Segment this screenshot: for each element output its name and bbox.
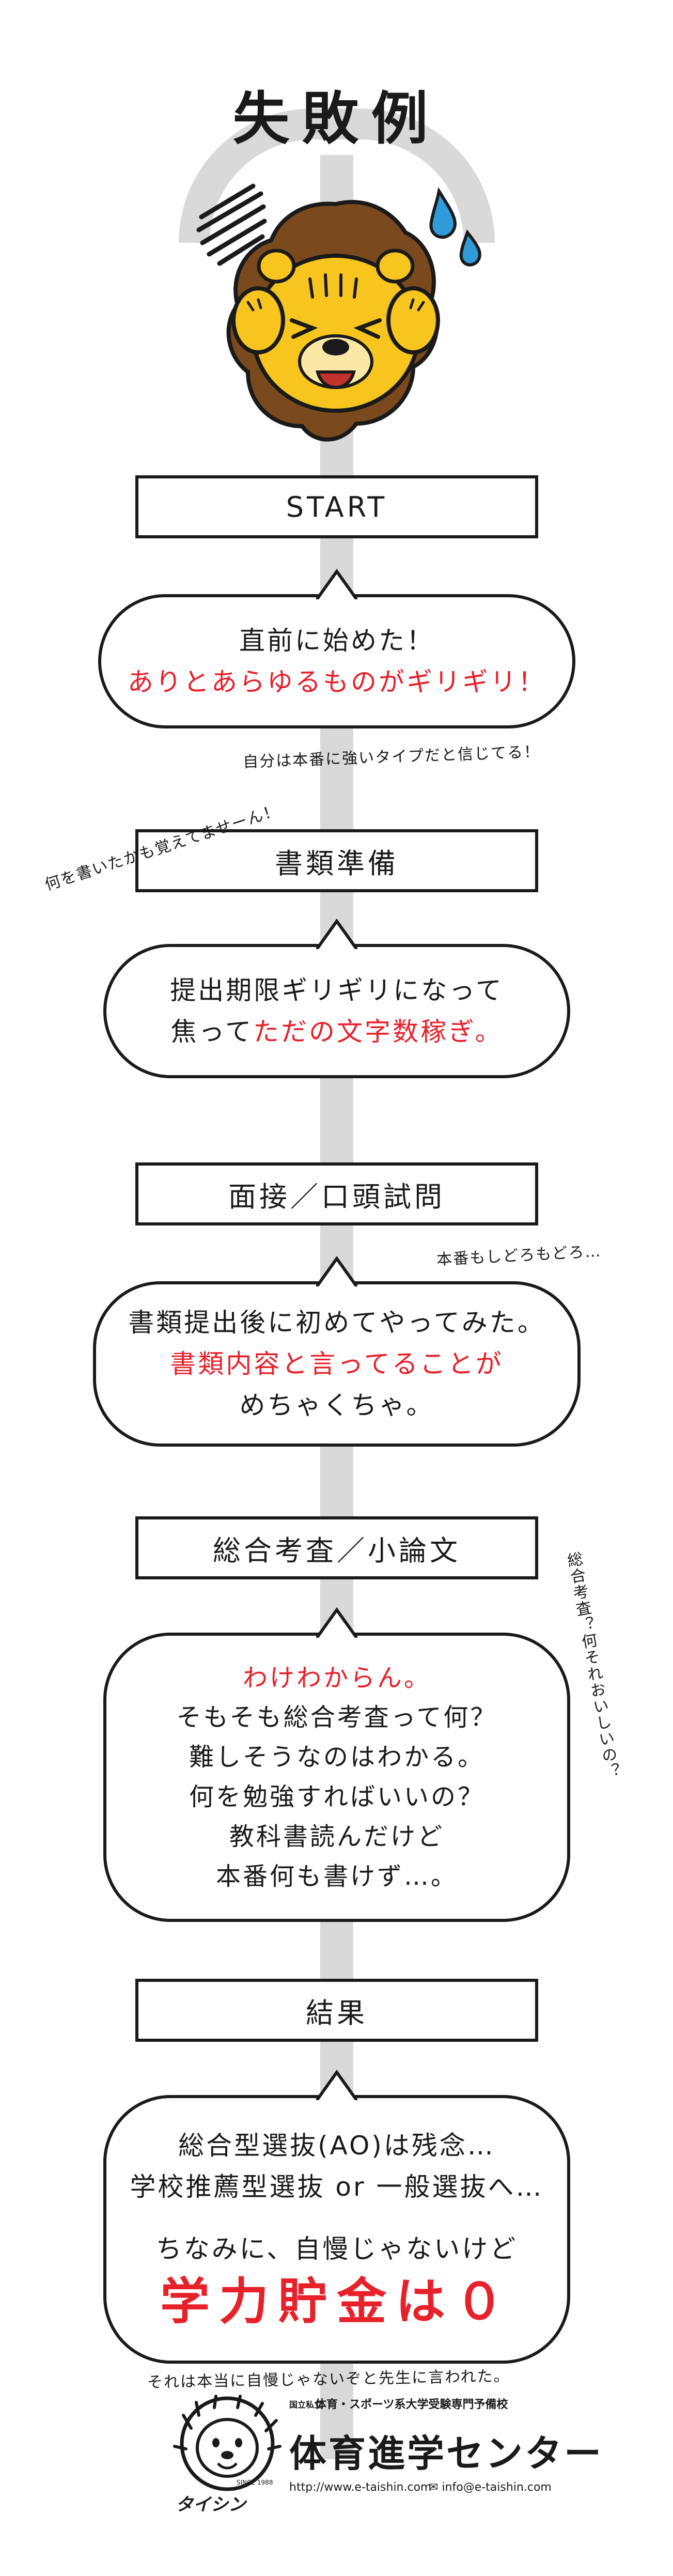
step-result-bubble: 総合型選抜(AO)は残念… 学校推薦型選抜 or 一般選抜へ… ちなみに、自慢じ… <box>103 2095 570 2364</box>
side-note: それは本当に自慢じゃないぞと先生に言われた。 <box>147 2367 510 2392</box>
side-note: 総合考査？何それおいしいの？ <box>563 1550 621 1782</box>
bubble-tail <box>316 1255 357 1286</box>
bubble-line: 本番何も書けず…。 <box>215 1861 458 1891</box>
gloom-scribble-icon <box>196 183 267 266</box>
side-note: 自分は本番に強いタイプだと信じてる！ <box>242 742 541 772</box>
step-start-bubble: 直前に始めた！ ありとあらゆるものがギリギリ！ <box>98 594 575 728</box>
school-brand: 体育進学センター <box>289 2432 604 2475</box>
bubble-tail <box>316 918 357 949</box>
footer-logo: タイシン SINCE 1988 国立私立体育・スポーツ系大学受験専門予備校 体育… <box>170 2392 601 2516</box>
step-documents-label: 書類準備 <box>135 829 538 892</box>
school-url[interactable]: http://www.e-taishin.com <box>289 2481 432 2494</box>
bubble-line-emphasis: 学力貯金は０ <box>160 2272 513 2331</box>
bubble-line-highlight: わけわからん。 <box>242 1663 431 1693</box>
step-essay-label: 総合考査／小論文 <box>135 1516 538 1579</box>
side-note: 本番もしどろもどろ… <box>436 1242 602 1269</box>
step-documents-bubble: 提出期限ギリギリになって 焦ってただの文字数稼ぎ。 <box>103 944 570 1078</box>
since-label: SINCE 1988 <box>237 2479 273 2486</box>
worried-lion-icon <box>196 183 481 442</box>
bubble-line-highlight: ありとあらゆるものがギリギリ！ <box>128 667 546 697</box>
bubble-tail <box>316 2069 357 2100</box>
mail-icon: ✉ <box>429 2481 442 2494</box>
lion-logo-icon <box>173 2395 281 2491</box>
bubble-line: 学校推薦型選抜 or 一般選抜へ… <box>130 2171 544 2202</box>
bubble-line: 直前に始めた！ <box>239 626 434 656</box>
step-interview-label: 面接／口頭試問 <box>135 1162 538 1225</box>
bubble-line: 何を勉強すればいいの？ <box>189 1782 484 1811</box>
page-title: 失敗例 <box>232 86 441 152</box>
bubble-line: そもそも総合考査って何？ <box>176 1703 497 1732</box>
bubble-line: めちゃくちゃ。 <box>239 1390 434 1420</box>
bubble-line: 提出期限ギリギリになって <box>170 975 504 1005</box>
step-result-label: 結果 <box>135 1979 538 2042</box>
bubble-line-mixed: 焦ってただの文字数稼ぎ。 <box>170 1017 503 1047</box>
bubble-line: 書類提出後に初めてやってみた。 <box>128 1308 545 1338</box>
bubble-line-highlight: 書類内容と言ってることが <box>170 1349 504 1379</box>
school-email[interactable]: ✉ info@e-taishin.com <box>429 2481 552 2494</box>
bubble-line: 難しそうなのはわかる。 <box>189 1743 484 1772</box>
bubble-tail <box>316 1607 357 1638</box>
bubble-tail <box>316 568 357 599</box>
step-interview-bubble: 書類提出後に初めてやってみた。 書類内容と言ってることが めちゃくちゃ。 <box>93 1281 581 1447</box>
bubble-line: 総合型選抜(AO)は残念… <box>178 2130 495 2161</box>
school-tagline: 国立私立体育・スポーツ系大学受験専門予備校 <box>289 2398 508 2411</box>
step-essay-bubble: わけわからん。 そもそも総合考査って何？ 難しそうなのはわかる。 何を勉強すれば… <box>103 1633 570 1922</box>
sweat-drop-icon <box>429 187 481 267</box>
bubble-line: 教科書読んだけど <box>229 1822 444 1851</box>
step-start-label: START <box>135 475 538 538</box>
bubble-line: ちなみに、自慢じゃないけど <box>155 2233 518 2264</box>
mascot-label: タイシン <box>176 2494 246 2515</box>
